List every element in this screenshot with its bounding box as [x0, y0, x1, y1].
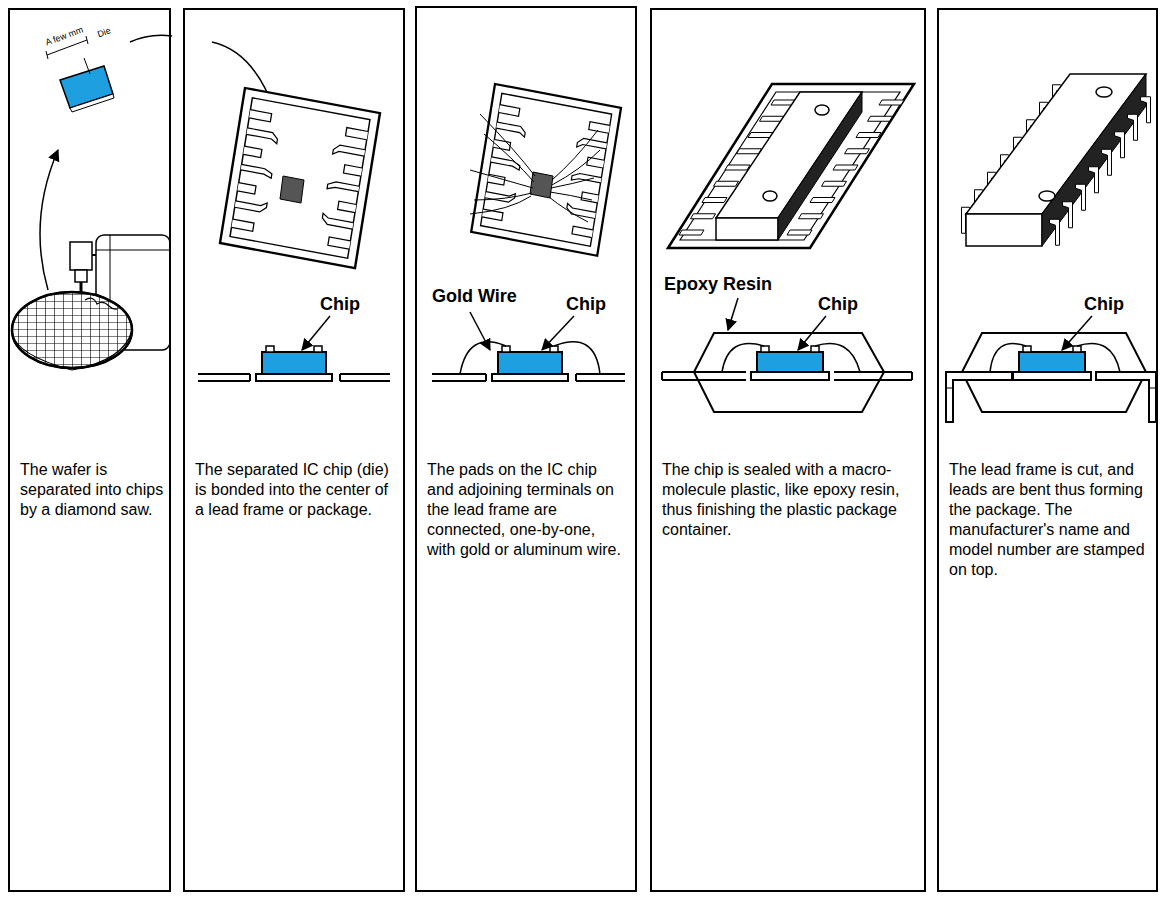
step-panel: The pads on the IC chip and adjoining te…: [415, 6, 637, 892]
step-description: The pads on the IC chip and adjoining te…: [427, 460, 627, 560]
step-panel: The lead frame is cut, and leads are ben…: [937, 8, 1158, 892]
step-description: The chip is sealed with a macro-molecule…: [662, 460, 917, 540]
step-description: The separated IC chip (die) is bonded in…: [195, 460, 395, 520]
chip-label: Chip: [818, 294, 858, 315]
resin-label: Epoxy Resin: [664, 274, 772, 295]
chip-label: Chip: [566, 294, 606, 315]
step-panel: The wafer is separated into chips by a d…: [8, 8, 171, 892]
step-description: The lead frame is cut, and leads are ben…: [949, 460, 1154, 580]
step-panel: The chip is sealed with a macro-molecule…: [650, 8, 926, 892]
chip-label: Chip: [1084, 294, 1124, 315]
dimension-label: A few mm: [44, 24, 85, 47]
die-label: Die: [96, 25, 112, 39]
chip-label: Chip: [320, 294, 360, 315]
wire-label: Gold Wire: [432, 286, 517, 307]
step-description: The wafer is separated into chips by a d…: [20, 460, 170, 520]
step-panel: The separated IC chip (die) is bonded in…: [183, 8, 405, 892]
